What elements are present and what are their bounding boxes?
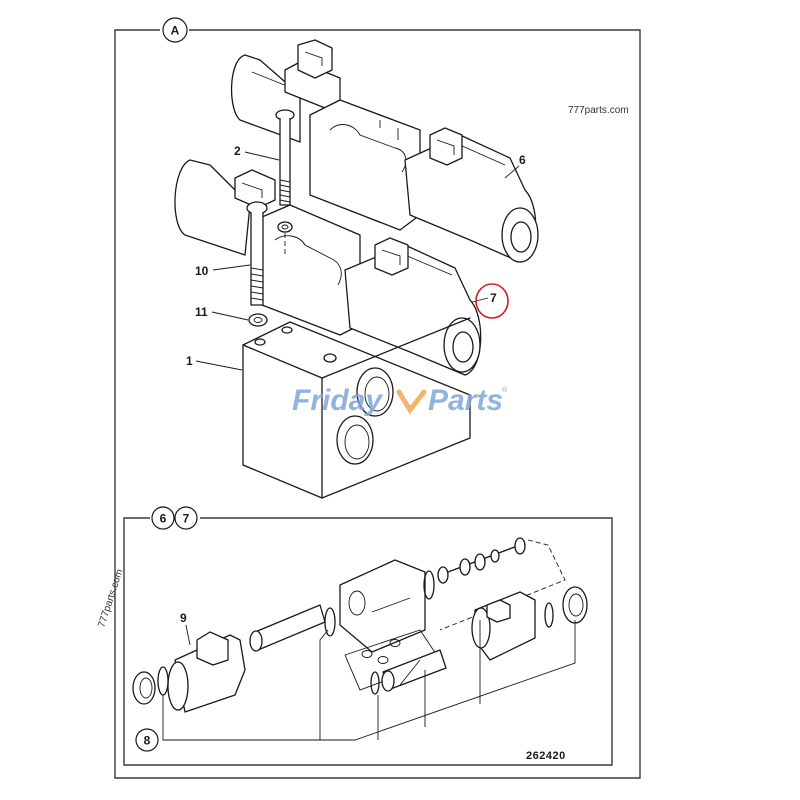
bolt-lower — [246, 201, 268, 306]
armature-tube — [254, 604, 326, 651]
callout-2: 2 — [234, 144, 241, 158]
highlight-circle-7 — [475, 283, 509, 319]
watermark-site-left: 777parts.com — [96, 568, 125, 629]
callout-6: 6 — [519, 153, 526, 167]
solenoid-valve-lower — [174, 159, 482, 376]
main-callouts: 2 6 10 11 1 7 — [186, 144, 526, 371]
brand-v-accent — [396, 389, 427, 415]
detail-view-frame: 6 7 — [123, 506, 613, 766]
callout-7: 7 — [490, 291, 497, 305]
reference-number: 262420 — [526, 750, 566, 762]
brand-parts: Parts — [428, 384, 503, 417]
callout-11: 11 — [195, 305, 208, 319]
seal-kit-circle — [135, 728, 159, 752]
bolt-upper — [275, 109, 295, 206]
callout-9: 9 — [180, 611, 187, 625]
view-label-circle — [162, 17, 188, 43]
manifold-block — [242, 317, 471, 499]
brand-watermark: Friday Parts ® — [292, 384, 508, 417]
detail-label-6: 6 — [160, 512, 167, 526]
callout-10: 10 — [195, 264, 209, 278]
main-view-frame: A — [114, 17, 641, 779]
exploded-parts — [132, 537, 588, 741]
valve-body — [339, 559, 426, 653]
detail-label-7: 7 — [183, 512, 190, 526]
callout-8: 8 — [144, 734, 151, 748]
brand-friday: Friday — [292, 384, 383, 417]
view-label-a: A — [171, 24, 180, 38]
watermark-site-top: 777parts.com — [568, 105, 629, 116]
callout-1: 1 — [186, 354, 193, 368]
brand-registered-mark: ® — [502, 386, 508, 394]
washers — [248, 221, 293, 327]
